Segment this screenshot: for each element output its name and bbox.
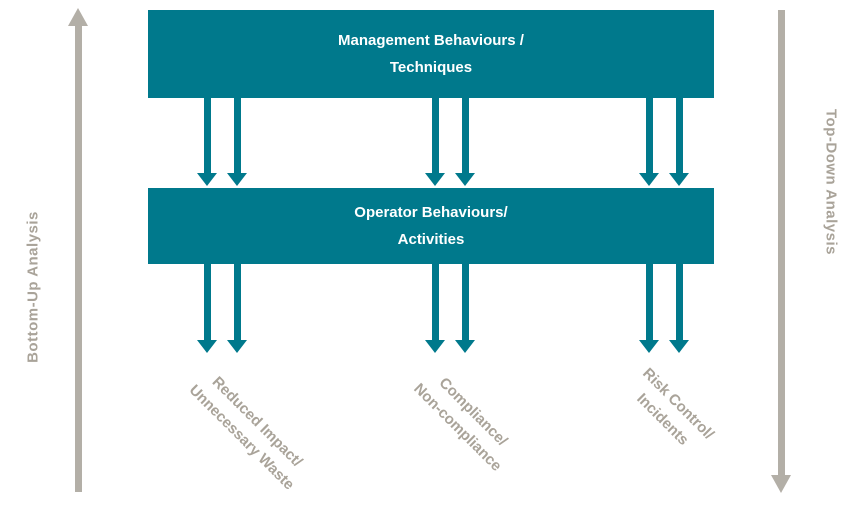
operator-box-line2: Activities (397, 231, 465, 248)
operator-box-line1: Operator Behaviours/ (354, 204, 508, 221)
arrow-head (197, 173, 217, 186)
outcome-label-reduced-impact: Reduced Impact/ Unnecessary Waste (184, 365, 315, 496)
arrow-head (669, 173, 689, 186)
management-box-line2: Techniques (389, 59, 473, 76)
arrow-shaft (203, 264, 211, 340)
arrow-head (639, 173, 659, 186)
arrow-head (425, 173, 445, 186)
arrow-head (68, 8, 88, 26)
bottom-up-analysis-label: Bottom-Up Analysis (24, 211, 42, 363)
arrow-head (455, 173, 475, 186)
flow-arrow-icon (227, 264, 247, 353)
arrow-head (669, 340, 689, 353)
arrow-head (227, 340, 247, 353)
flow-arrow-icon (227, 98, 247, 186)
flow-arrow-icon (669, 98, 689, 186)
outcome-label-compliance: Compliance/ Non-compliance (408, 363, 522, 477)
bottom-up-arrow-icon (68, 8, 88, 492)
arrow-head (639, 340, 659, 353)
flow-arrow-icon (669, 264, 689, 353)
flow-arrow-icon (197, 98, 217, 186)
arrow-shaft (233, 98, 241, 173)
flow-arrow-icon (197, 264, 217, 353)
arrow-head (227, 173, 247, 186)
arrow-shaft (74, 26, 82, 492)
arrow-shaft (431, 98, 439, 173)
flow-arrow-icon (639, 264, 659, 353)
flow-arrow-icon (425, 98, 445, 186)
arrow-shaft (675, 98, 683, 173)
arrow-head (455, 340, 475, 353)
arrow-shaft (777, 10, 785, 475)
arrow-shaft (675, 264, 683, 340)
flow-arrow-icon (455, 98, 475, 186)
arrow-shaft (461, 98, 469, 173)
arrow-head (425, 340, 445, 353)
operator-behaviours-box: Operator Behaviours/ Activities (148, 188, 714, 264)
arrow-shaft (461, 264, 469, 340)
top-down-arrow-icon (771, 10, 791, 493)
flow-arrow-icon (639, 98, 659, 186)
arrow-head (197, 340, 217, 353)
arrow-shaft (203, 98, 211, 173)
flow-arrow-icon (455, 264, 475, 353)
management-behaviours-box: Management Behaviours / Techniques (148, 10, 714, 98)
arrow-shaft (645, 264, 653, 340)
management-box-line1: Management Behaviours / (338, 32, 524, 49)
arrow-shaft (645, 98, 653, 173)
arrow-shaft (233, 264, 241, 340)
arrow-head (771, 475, 791, 493)
outcome-label-risk-control: Risk Control/ Incidents (621, 363, 718, 460)
arrow-shaft (431, 264, 439, 340)
flow-arrow-icon (425, 264, 445, 353)
top-down-analysis-label: Top-Down Analysis (822, 108, 840, 256)
